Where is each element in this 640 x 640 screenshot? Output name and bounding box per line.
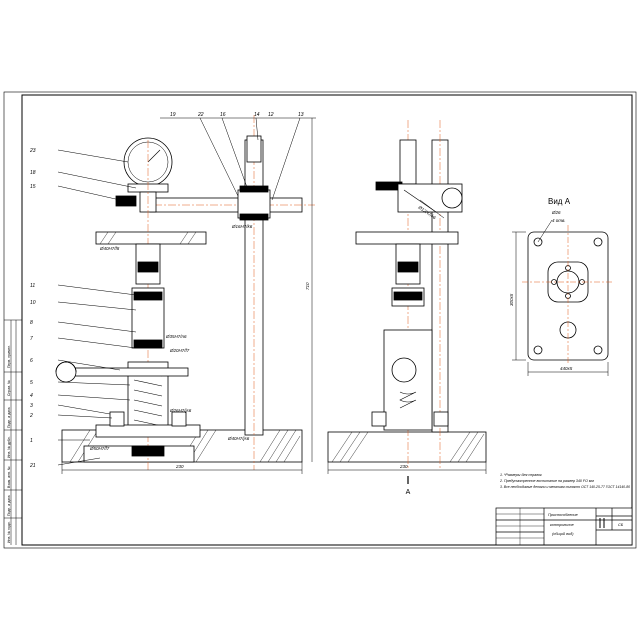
view-a-title: Вид А bbox=[548, 197, 571, 206]
fit-callout: Ø40H7/js6 bbox=[227, 436, 250, 441]
stamp-label: Инв. № подл. bbox=[7, 521, 11, 543]
leader-label: 16 bbox=[220, 112, 226, 118]
requirement-line: 3. Все необходимые детали и механизм сог… bbox=[500, 485, 630, 489]
view-a bbox=[512, 219, 614, 376]
side-table bbox=[355, 231, 459, 245]
front-view-dimensions: 710 230 Ø40H7/f8 Ø35H7/n6 Ø20H7/f7 Ø26H7… bbox=[89, 224, 310, 469]
title-name-line1: Приспособление bbox=[548, 513, 578, 517]
clamp-block bbox=[237, 189, 271, 219]
leader-label: 1 bbox=[30, 438, 33, 444]
leader-label: 14 bbox=[254, 112, 260, 118]
fit-callout: Ø40H7/f8 bbox=[99, 246, 120, 251]
leader-label: 23 bbox=[29, 148, 36, 154]
leader-label: 7 bbox=[30, 336, 33, 342]
requirement-line: 1. *Размеры для справок bbox=[500, 473, 542, 477]
front-view-labels: 23 18 15 11 10 8 7 6 5 4 3 2 1 21 22 16 … bbox=[29, 112, 304, 469]
column-cap bbox=[246, 135, 262, 163]
leader-label: 19 bbox=[170, 112, 176, 118]
requirement-line: 2. Предусмотренное воспитание на размер … bbox=[499, 479, 594, 483]
section-marker: А bbox=[406, 476, 411, 496]
technical-requirements: 1. *Размеры для справок 2. Предусмотренн… bbox=[499, 473, 630, 489]
leader-label: 2 bbox=[29, 413, 33, 419]
title-block bbox=[495, 507, 633, 546]
leader-label: 4 bbox=[30, 393, 33, 399]
leader-label: 10 bbox=[30, 300, 36, 306]
side-dimension-width: 230 bbox=[399, 464, 408, 469]
view-a-width: 440x5 bbox=[560, 366, 573, 371]
leader-label: 13 bbox=[298, 112, 304, 118]
title-name-line3: (общий вид) bbox=[552, 532, 574, 536]
leader-label: 11 bbox=[30, 283, 35, 289]
view-a-hole-dia: Ø26 bbox=[551, 210, 561, 215]
fit-callout: Ø35H7/n6 bbox=[165, 334, 187, 339]
view-a-labels: Вид А Ø26 4 отв. 300x5 440x5 bbox=[509, 197, 573, 371]
lever bbox=[59, 367, 189, 377]
fit-callout: Ø50H7/f7 bbox=[89, 446, 110, 451]
left-margin-stamp bbox=[4, 319, 22, 545]
leader-label: 18 bbox=[30, 170, 36, 176]
side-knob bbox=[391, 357, 417, 383]
stamp-label: Взам. инв. № bbox=[7, 466, 11, 488]
title-sheet-code: СБ bbox=[618, 523, 624, 527]
front-view bbox=[55, 115, 316, 474]
side-indicator-stem bbox=[399, 139, 417, 185]
leader-label: 8 bbox=[30, 320, 33, 326]
leader-label: 15 bbox=[30, 184, 36, 190]
stamp-label: Инв. № дубл. bbox=[7, 436, 11, 458]
dimension-width: 230 bbox=[175, 464, 184, 469]
section-marker-letter: А bbox=[406, 489, 411, 496]
dimension-height: 710 bbox=[305, 282, 310, 290]
leader-label: 5 bbox=[30, 380, 33, 386]
side-view bbox=[327, 120, 487, 474]
title-block-text: Приспособление контрольное (общий вид) С… bbox=[548, 513, 624, 536]
leader-label: 3 bbox=[30, 403, 33, 409]
measuring-table bbox=[95, 231, 207, 245]
view-a-holes: 4 отв. bbox=[552, 218, 566, 223]
fit-callout: Ø16H7/k6 bbox=[231, 224, 253, 229]
leader-lines bbox=[57, 117, 301, 466]
dimension-lines bbox=[61, 117, 316, 474]
title-name-line2: контрольное bbox=[550, 523, 574, 527]
left-margin-labels: Перв. примен. Справ. № Подп. и дата Инв.… bbox=[7, 345, 11, 543]
leader-label: 21 bbox=[29, 463, 36, 469]
fit-callout: Ø26H7/js6 bbox=[169, 408, 192, 413]
leader-label: 22 bbox=[197, 112, 204, 118]
leader-label: 12 bbox=[268, 112, 274, 118]
side-base-plate bbox=[327, 431, 487, 463]
stamp-label: Подп. и дата bbox=[7, 407, 11, 428]
lower-flange bbox=[95, 424, 201, 438]
view-a-height: 300x5 bbox=[509, 293, 514, 306]
fit-callout: Ø20H7/f7 bbox=[169, 348, 190, 353]
leader-label: 6 bbox=[30, 358, 33, 364]
stamp-label: Перв. примен. bbox=[7, 345, 11, 368]
stamp-label: Подп. и дата bbox=[7, 495, 11, 516]
stamp-label: Справ. № bbox=[7, 380, 11, 396]
